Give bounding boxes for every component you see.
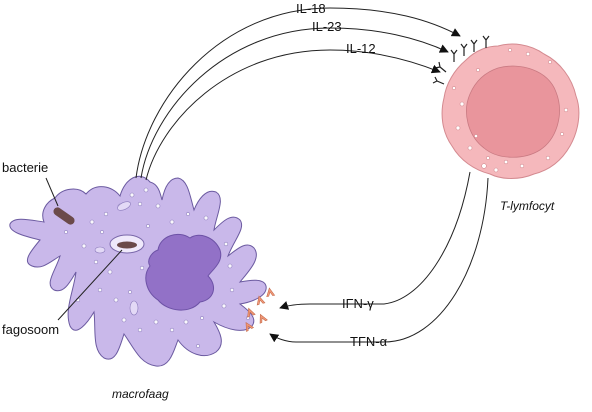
arrow-tfn-alpha bbox=[269, 177, 489, 343]
arrow-il-12 bbox=[145, 49, 441, 181]
phagosome-bacterium bbox=[117, 241, 137, 249]
label-t-lymphocyte: T-lymfocyt bbox=[500, 199, 555, 213]
label-il-12: IL-12 bbox=[346, 41, 376, 56]
label-phagosome: fagosoom bbox=[2, 322, 59, 337]
macrophage-nucleus bbox=[145, 234, 222, 311]
t-lymphocyte-cell bbox=[441, 43, 580, 179]
label-macrophage: macrofaag bbox=[112, 387, 169, 401]
macrophage-vesicle bbox=[117, 201, 131, 211]
label-bacterium: bacterie bbox=[2, 160, 48, 175]
label-il-23: IL-23 bbox=[312, 19, 342, 34]
leader-phagosome bbox=[57, 249, 123, 321]
leader-bacterium bbox=[45, 177, 59, 207]
bacterium bbox=[53, 207, 75, 225]
arrow-ifn-gamma bbox=[279, 171, 471, 310]
arrow-il-18 bbox=[135, 7, 461, 179]
macrophage-vesicle bbox=[129, 300, 139, 316]
arrow-il-23 bbox=[140, 27, 449, 179]
macrophage-cell bbox=[9, 175, 267, 367]
t-cell-vesicles bbox=[452, 48, 569, 173]
macrophage-membrane bbox=[9, 175, 267, 367]
macrophage-vesicle bbox=[94, 246, 106, 254]
arrows-to-macrophage bbox=[269, 171, 489, 343]
arrows-to-t-cell bbox=[135, 7, 461, 181]
t-cell-nucleus bbox=[466, 65, 560, 158]
label-il-18: IL-18 bbox=[296, 1, 326, 16]
label-ifn-gamma: IFN-γ bbox=[342, 296, 374, 311]
macrophage-receptors bbox=[245, 287, 276, 332]
label-tfn-alpha: TFN-α bbox=[350, 334, 388, 349]
